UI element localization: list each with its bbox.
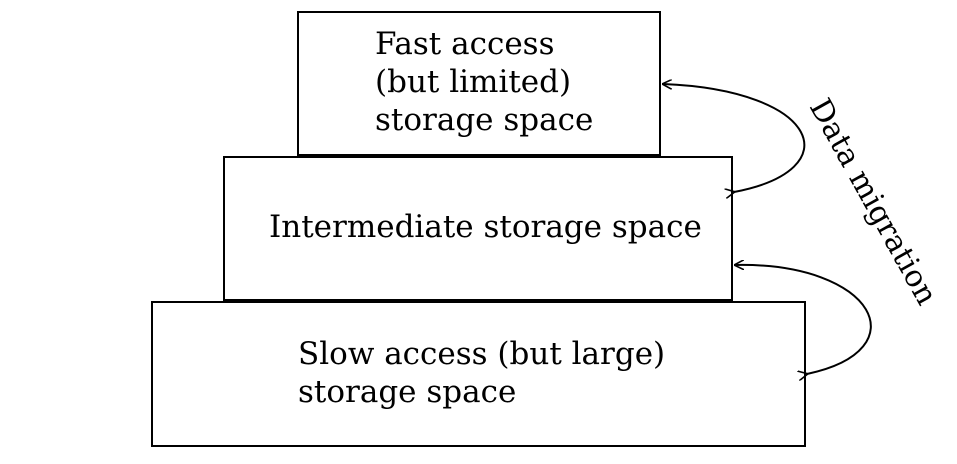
tier-fast-line-1: Fast access (375, 26, 555, 62)
tier-slow-storage: Slow access (but large) storage space (151, 301, 806, 447)
tier-intermediate-storage-label: Intermediate storage space (269, 208, 702, 246)
tier-intermediate-line-1: Intermediate storage space (269, 209, 702, 245)
tier-slow-line-1: Slow access (but large) (298, 336, 666, 372)
tier-intermediate-storage: Intermediate storage space (223, 156, 733, 301)
tier-fast-storage-label: Fast access (but limited) storage space (375, 25, 593, 139)
tier-fast-storage: Fast access (but limited) storage space (297, 11, 661, 156)
tier-slow-storage-label: Slow access (but large) storage space (298, 335, 665, 411)
migration-arrow-middle-bottom (735, 265, 872, 374)
migration-arrow-top-middle (663, 84, 806, 192)
tier-fast-line-2: (but limited) (375, 64, 572, 100)
tier-fast-line-3: storage space (375, 102, 594, 138)
tier-slow-line-2: storage space (298, 374, 517, 410)
